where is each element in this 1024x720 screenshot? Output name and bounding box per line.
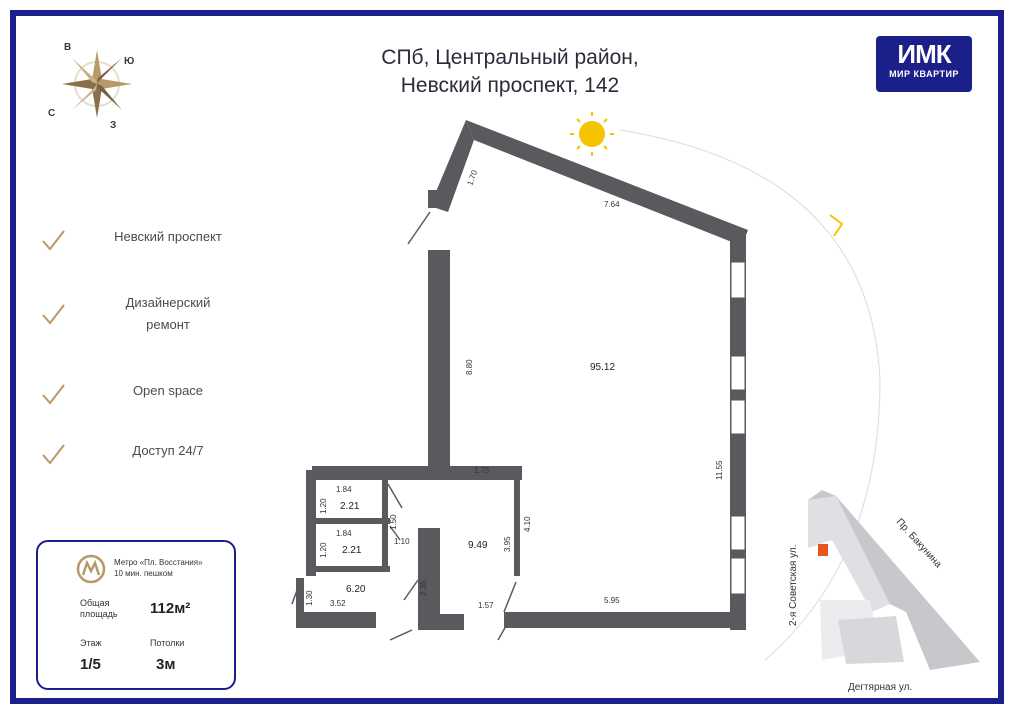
feature-label: Open space — [132, 383, 204, 398]
compass-label-e: Ю — [124, 56, 135, 67]
dim-label: 4.10 — [523, 516, 532, 532]
sun-icon — [570, 112, 614, 156]
dim-label: 1.70 — [465, 168, 479, 186]
area-hall: 6.20 — [346, 584, 366, 595]
moon-icon — [749, 648, 768, 677]
ceiling-label: Потолки — [150, 638, 185, 648]
area-wc-2: 2.21 — [342, 545, 362, 556]
page-title: СПб, Центральный район, Невский проспект… — [330, 44, 690, 100]
building-marker — [818, 544, 828, 556]
area-main: 95.12 — [590, 362, 615, 373]
title-line-1: СПб, Центральный район, — [381, 46, 639, 69]
feature-label: Дизайнерский ремонт — [125, 295, 211, 332]
street-label: Пр. Бакунина — [894, 517, 944, 571]
title-line-2: Невский проспект, 142 — [400, 74, 620, 97]
dim-label: 8.80 — [465, 359, 474, 375]
windows — [730, 261, 746, 595]
area-room-center: 9.49 — [468, 540, 488, 551]
location-map: 2-я Советская ул. Пр. Бакунина Дегтярная… — [788, 490, 980, 693]
metro-info: Метро «Пл. Восстания» 10 мин. пешком — [114, 557, 234, 579]
walls — [296, 120, 748, 630]
brand-logo: ИМК МИР КВАРТИР — [876, 36, 972, 92]
dim-label: 3.52 — [330, 599, 346, 608]
feature-item: Дизайнерский ремонт — [34, 295, 244, 344]
dim-label: 1.20 — [319, 542, 328, 558]
ceiling-value: 3м — [156, 656, 176, 673]
street-label: 2-я Советская ул. — [788, 544, 799, 626]
feature-label: Невский проспект — [114, 229, 222, 244]
area-value: 112м² — [150, 600, 191, 617]
logo-text: МИР КВАРТИР — [889, 69, 959, 79]
dim-label: 1.84 — [336, 529, 352, 538]
metro-walk-time: 10 мин. пешком — [114, 569, 173, 578]
dim-label: 1.30 — [305, 590, 314, 606]
dim-label: 7.64 — [604, 200, 620, 209]
dim-label: 1.50 — [389, 514, 398, 530]
doors — [291, 211, 517, 641]
feature-label: Доступ 24/7 — [132, 443, 204, 458]
check-icon — [42, 304, 65, 325]
area-wc-1: 2.21 — [340, 501, 360, 512]
compass-label-w: С — [48, 108, 56, 119]
dim-label: 3.95 — [503, 536, 512, 552]
sun-path — [619, 129, 881, 661]
info-card: Метро «Пл. Восстания» 10 мин. пешком Общ… — [36, 540, 236, 690]
area-label: Общая площадь — [80, 598, 118, 619]
dim-label: 1.57 — [478, 601, 494, 610]
logo-mark: ИМК — [897, 39, 951, 69]
feature-item: Доступ 24/7 — [34, 438, 244, 484]
metro-icon — [76, 554, 106, 584]
street-label: Дегтярная ул. — [848, 682, 912, 693]
dim-label: 2.35 — [419, 580, 428, 596]
sun-direction-arrow — [829, 214, 844, 237]
feature-item: Open space — [34, 378, 244, 424]
floor-label: Этаж — [80, 638, 102, 648]
dim-label: 5.95 — [604, 596, 620, 605]
dim-label: 1.84 — [336, 485, 352, 494]
feature-item: Невский проспект — [34, 224, 244, 270]
check-icon — [42, 384, 65, 405]
dim-label: 1.10 — [394, 537, 410, 546]
compass-rose: В Ю С З — [42, 40, 152, 131]
check-icon — [42, 444, 65, 465]
compass-label-n: В — [64, 42, 72, 53]
dim-label: 11.55 — [715, 460, 724, 480]
compass-label-s: З — [110, 120, 117, 131]
check-icon — [42, 230, 65, 251]
dim-label: 1.20 — [319, 498, 328, 514]
floor-value: 1/5 — [80, 656, 101, 673]
compass-star-icon — [62, 50, 132, 118]
metro-station: Метро «Пл. Восстания» — [114, 558, 203, 567]
dim-label: 1.75 — [474, 466, 490, 475]
